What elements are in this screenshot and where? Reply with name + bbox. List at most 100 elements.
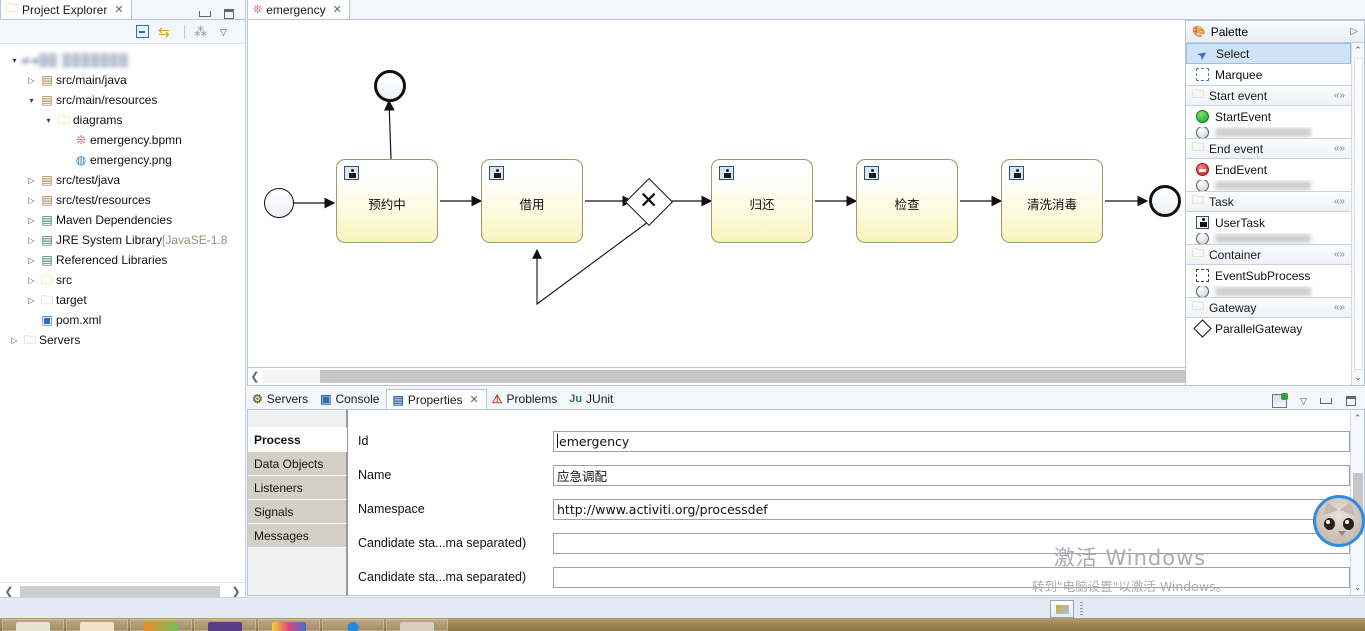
properties-tab-data-objects[interactable]: Data Objects bbox=[248, 452, 347, 476]
field-input-id[interactable]: emergency bbox=[553, 430, 1350, 452]
tree-item-src-test-java[interactable]: ▷▤src/test/java bbox=[0, 170, 245, 190]
close-icon[interactable]: ✕ bbox=[114, 4, 124, 16]
task-shape-5[interactable]: 清洗消毒 bbox=[1001, 159, 1103, 243]
pin-group-icon[interactable]: «» bbox=[1333, 90, 1345, 101]
close-icon[interactable]: ✕ bbox=[332, 4, 342, 16]
palette-item-endevent[interactable]: EndEvent bbox=[1186, 159, 1351, 180]
view-menu-icon[interactable]: ▽ bbox=[1300, 396, 1307, 406]
collapse-arrow-icon[interactable]: ▷ bbox=[11, 335, 18, 345]
field-input-candidate-sta-ma-separated[interactable] bbox=[553, 566, 1350, 588]
palette-item-eventsubprocess[interactable]: EventSubProcess bbox=[1186, 265, 1351, 286]
field-input-candidate-sta-ma-separated[interactable] bbox=[553, 532, 1350, 554]
scroll-up-icon[interactable]: ⌃ bbox=[1353, 413, 1362, 423]
collapse-arrow-icon[interactable]: ▷ bbox=[28, 295, 35, 305]
maximize-icon[interactable] bbox=[1345, 396, 1357, 406]
palette-item-startevent[interactable]: StartEvent bbox=[1186, 106, 1351, 127]
tree-item-servers[interactable]: ▷🗀Servers bbox=[0, 330, 245, 350]
palette-tool-marquee[interactable]: Marquee bbox=[1186, 64, 1351, 85]
task-shape-1[interactable]: 预约中 bbox=[336, 159, 438, 243]
properties-tab-signals[interactable]: Signals bbox=[248, 500, 347, 524]
tree-item-src-main-resources[interactable]: ▾▤src/main/resources bbox=[0, 90, 245, 110]
collapse-arrow-icon[interactable]: ▷ bbox=[28, 275, 35, 285]
palette-item-script-task[interactable] bbox=[1186, 233, 1351, 244]
tab-console[interactable]: ▣Console bbox=[315, 389, 386, 409]
view-menu-icon[interactable]: ▽ bbox=[220, 26, 227, 37]
palette-item-timer-start-event[interactable] bbox=[1186, 127, 1351, 138]
link-with-editor-icon[interactable]: ⇆ bbox=[158, 23, 170, 40]
palette-group-task[interactable]: 🗀Task«» bbox=[1186, 191, 1351, 212]
palette-vscrollbar[interactable]: ⌃ ⌄ bbox=[1351, 43, 1364, 385]
tree-item-src-test-resources[interactable]: ▷▤src/test/resources bbox=[0, 190, 245, 210]
palette-group-start-event[interactable]: 🗀Start event«» bbox=[1186, 85, 1351, 106]
collapse-all-icon[interactable] bbox=[136, 25, 149, 38]
tree-item-src[interactable]: ▷🗀src bbox=[0, 270, 245, 290]
maximize-icon[interactable] bbox=[223, 9, 235, 19]
taskbar-item[interactable] bbox=[130, 618, 192, 631]
close-icon[interactable]: ✕ bbox=[469, 394, 479, 406]
task-shape-3[interactable]: 归还 bbox=[711, 159, 813, 243]
palette-group-end-event[interactable]: 🗀End event«» bbox=[1186, 138, 1351, 159]
tab-properties[interactable]: ▤Properties✕ bbox=[386, 389, 487, 409]
taskbar-item[interactable] bbox=[322, 618, 384, 631]
palette-item-transaction[interactable] bbox=[1186, 286, 1351, 297]
tree-item-emergency-png[interactable]: ◍emergency.png bbox=[0, 150, 245, 170]
start-event-shape[interactable] bbox=[264, 188, 294, 218]
scroll-left-icon[interactable]: ❮ bbox=[4, 586, 14, 598]
taskbar-item[interactable] bbox=[386, 618, 448, 631]
tree-item-target[interactable]: ▷🗀target bbox=[0, 290, 245, 310]
scroll-down-icon[interactable]: ⌄ bbox=[1353, 582, 1362, 592]
pin-group-icon[interactable]: «» bbox=[1333, 196, 1345, 207]
collapse-arrow-icon[interactable]: ▷ bbox=[28, 255, 35, 265]
collapse-arrow-icon[interactable]: ▷ bbox=[28, 75, 35, 85]
tree-item-maven-dependencies[interactable]: ▷▤Maven Dependencies bbox=[0, 210, 245, 230]
collapse-arrow-icon[interactable]: ▷ bbox=[28, 175, 35, 185]
bpmn-canvas[interactable]: 预约中 借用 归还 检查 清洗消毒 ✕ bbox=[247, 20, 1365, 368]
tree-item-jre-system-library-javase-1-8[interactable]: ▷▤JRE System Library [JavaSE-1.8 bbox=[0, 230, 245, 250]
minimize-icon[interactable] bbox=[199, 9, 211, 19]
palette-tool-select[interactable]: ➤Select bbox=[1186, 43, 1351, 64]
expand-arrow-icon[interactable]: ▾ bbox=[29, 95, 34, 105]
windows-taskbar[interactable] bbox=[0, 618, 1365, 631]
scroll-left-icon[interactable]: ❮ bbox=[250, 371, 260, 383]
properties-tab-process[interactable]: Process bbox=[248, 428, 347, 452]
tab-servers[interactable]: ⚙Servers bbox=[247, 389, 315, 409]
view-filters-icon[interactable]: ⁂ bbox=[194, 23, 207, 39]
pin-group-icon[interactable]: «» bbox=[1333, 249, 1345, 260]
cat-avatar[interactable] bbox=[1313, 495, 1365, 547]
palette-expand-icon[interactable]: ▷ bbox=[1350, 26, 1358, 37]
explorer-hscrollbar[interactable]: ❮ ❯ bbox=[0, 582, 245, 600]
collapse-arrow-icon[interactable]: ▷ bbox=[28, 215, 35, 225]
properties-tab-listeners[interactable]: Listeners bbox=[248, 476, 347, 500]
task-shape-2[interactable]: 借用 bbox=[481, 159, 583, 243]
end-event-right-shape[interactable] bbox=[1149, 185, 1181, 217]
scroll-up-icon[interactable]: ⌃ bbox=[1354, 45, 1362, 55]
palette-item-error-end-event[interactable] bbox=[1186, 180, 1351, 191]
taskbar-item[interactable] bbox=[66, 618, 128, 631]
expand-arrow-icon[interactable]: ▾ bbox=[12, 55, 17, 65]
tree-item-pom-xml[interactable]: ▣pom.xml bbox=[0, 310, 245, 330]
properties-tab-messages[interactable]: Messages bbox=[248, 524, 347, 548]
explorer-hscroll-thumb[interactable] bbox=[20, 586, 220, 597]
pin-group-icon[interactable]: «» bbox=[1333, 302, 1345, 313]
collapse-arrow-icon[interactable]: ▷ bbox=[28, 195, 35, 205]
scroll-right-icon[interactable]: ❯ bbox=[231, 586, 241, 598]
taskbar-item[interactable] bbox=[2, 618, 64, 631]
tab-problems[interactable]: ⚠Problems bbox=[487, 389, 564, 409]
tree-item-emergency-bpmn[interactable]: ❊emergency.bpmn bbox=[0, 130, 245, 150]
palette-vscroll-thumb[interactable] bbox=[1353, 58, 1363, 370]
tab-emergency-bpmn[interactable]: ❊ emergency ✕ bbox=[247, 0, 350, 19]
task-shape-4[interactable]: 检查 bbox=[856, 159, 958, 243]
palette-group-gateway[interactable]: 🗀Gateway«» bbox=[1186, 297, 1351, 318]
palette-group-container[interactable]: 🗀Container«» bbox=[1186, 244, 1351, 265]
end-event-top-shape[interactable] bbox=[374, 70, 406, 102]
tab-project-explorer[interactable]: 🗀 Project Explorer ✕ bbox=[0, 0, 132, 19]
tree-item-referenced-libraries[interactable]: ▷▤Referenced Libraries bbox=[0, 250, 245, 270]
tree-item-project[interactable]: ▾▰▰▰██ ███████ bbox=[0, 50, 245, 70]
palette-item-usertask[interactable]: UserTask bbox=[1186, 212, 1351, 233]
collapse-arrow-icon[interactable]: ▷ bbox=[28, 235, 35, 245]
expand-arrow-icon[interactable]: ▾ bbox=[46, 115, 51, 125]
resize-grip[interactable] bbox=[1080, 602, 1083, 615]
